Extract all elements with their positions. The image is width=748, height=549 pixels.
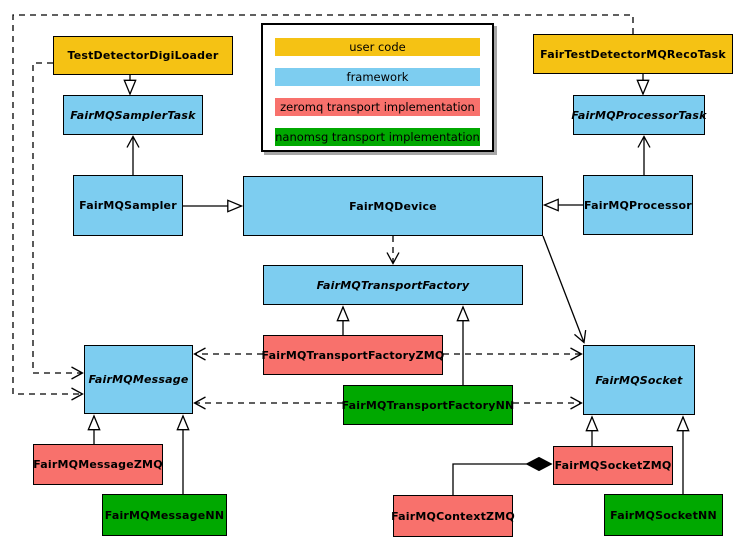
- edge-recotask-message: [12, 14, 634, 401]
- class-box-fairmqsamplertask: FairMQSamplerTask: [63, 95, 203, 135]
- class-box-fairmqprocessor: FairMQProcessor: [583, 175, 693, 235]
- class-box-fairmqtransportfactoryzmq: FairMQTransportFactoryZMQ: [262, 335, 444, 375]
- class-box-fairmqmessagenn: FairMQMessageNN: [102, 494, 227, 536]
- class-box-fairmqsocket: FairMQSocket: [583, 345, 695, 415]
- legend: user code framework zeromq transport imp…: [261, 23, 494, 152]
- legend-item-zeromq: zeromq transport implementation: [275, 98, 480, 116]
- class-box-fairmqsocketnn: FairMQSocketNN: [604, 494, 723, 536]
- class-box-fairmqtransportfactorynn: FairMQTransportFactoryNN: [342, 385, 514, 425]
- class-box-testdetectordigiloader: TestDetectorDigiLoader: [53, 36, 233, 75]
- class-box-fairmqsampler: FairMQSampler: [73, 175, 183, 236]
- class-box-fairmqtransportfactory: FairMQTransportFactory: [263, 265, 523, 305]
- edge-tddl-message: [32, 62, 84, 380]
- class-box-fairmqcontextzmq: FairMQContextZMQ: [391, 495, 515, 537]
- edge-ctxzmq-sockzmq: [452, 464, 552, 495]
- legend-item-framework: framework: [275, 68, 480, 86]
- class-box-fairtestdetectormqrecotask: FairTestDetectorMQRecoTask: [533, 34, 733, 74]
- class-box-fairmqmessagezmq: FairMQMessageZMQ: [33, 444, 163, 485]
- class-box-fairmqprocessortask: FairMQProcessorTask: [571, 95, 706, 135]
- legend-item-user-code: user code: [275, 38, 480, 56]
- class-box-fairmqdevice: FairMQDevice: [243, 176, 543, 236]
- class-box-fairmqmessage: FairMQMessage: [84, 345, 193, 414]
- class-box-fairmqsocketzmq: FairMQSocketZMQ: [553, 446, 673, 485]
- edge-device-socket: [542, 235, 587, 344]
- legend-item-nanomsg: nanomsg transport implementation: [275, 128, 480, 146]
